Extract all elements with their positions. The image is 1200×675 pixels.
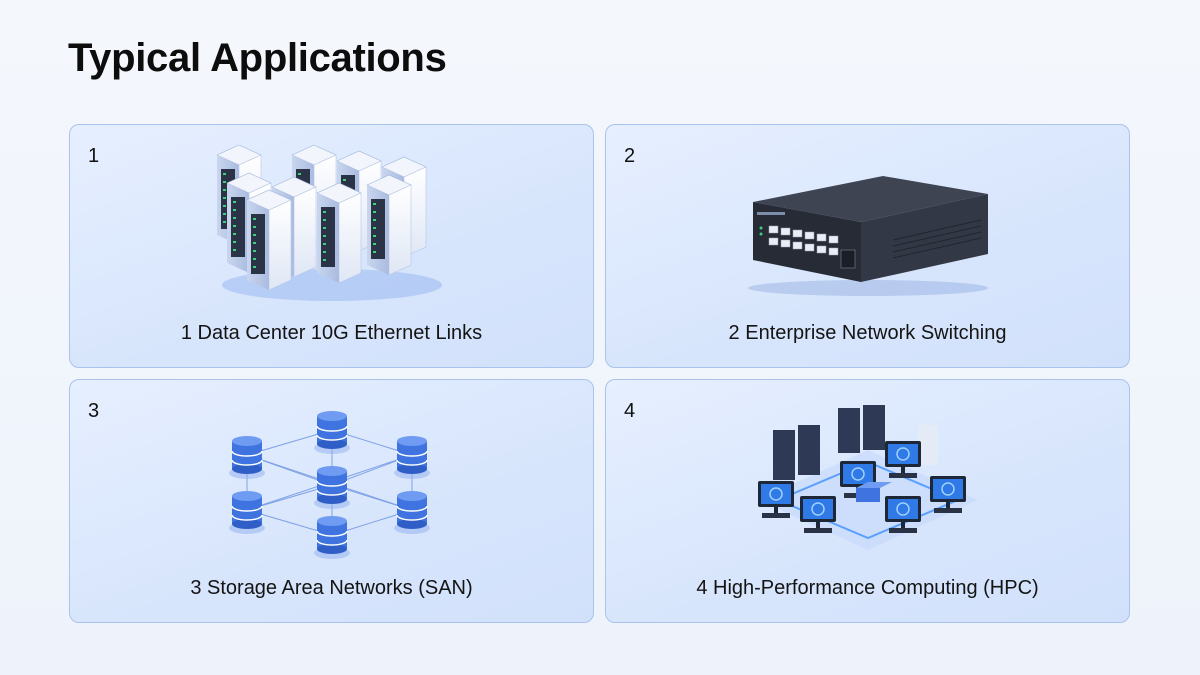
card-number: 2 <box>624 145 636 167</box>
card-number: 1 <box>88 145 100 167</box>
server-racks-icon <box>216 145 442 301</box>
network-switch-icon <box>747 176 988 296</box>
hpc-cluster-icon <box>756 405 978 550</box>
card-number: 3 <box>88 400 100 422</box>
card-caption: 2 Enterprise Network Switching <box>728 322 1007 344</box>
application-card-hpc: 4 4 High-Performance Computing (HPC) <box>605 379 1130 623</box>
storage-network-icon <box>227 410 431 560</box>
card-caption: 3 Storage Area Networks (SAN) <box>190 577 473 599</box>
page-title: Typical Applications <box>68 36 447 80</box>
application-card-data-center: 1 1 <box>69 124 594 368</box>
card-number: 4 <box>624 400 636 422</box>
application-card-storage-area-networks: 3 3 Storage Area Net <box>69 379 594 623</box>
application-card-enterprise-switching: 2 2 Enterprise Network Switching <box>605 124 1130 368</box>
card-caption: 1 Data Center 10G Ethernet Links <box>180 322 483 344</box>
card-caption: 4 High-Performance Computing (HPC) <box>696 577 1039 599</box>
